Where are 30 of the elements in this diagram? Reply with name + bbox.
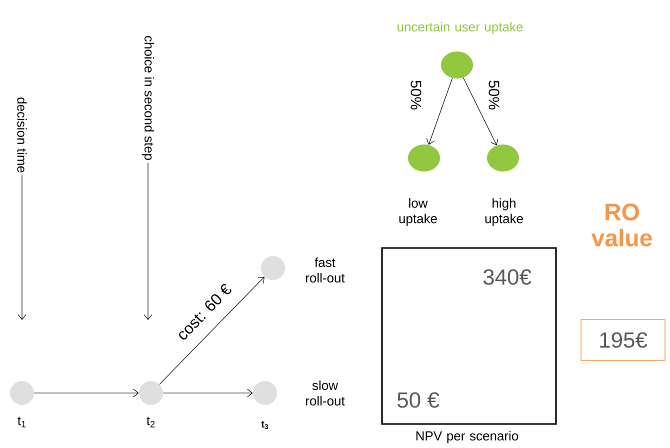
scenario-label: high uptake (485, 198, 523, 226)
time-label: t$_{3}$ (261, 420, 268, 430)
box-caption: NPV per scenario (416, 430, 518, 444)
scenario-label: low uptake (399, 198, 437, 226)
vertical-label: decision time (17, 98, 27, 172)
arrow (426, 78, 453, 145)
circle-node (441, 52, 473, 78)
arrow (34, 388, 139, 398)
value-box: 195€ (580, 319, 666, 361)
value-heading: RO value (591, 204, 652, 246)
arrow (144, 162, 152, 320)
arrow (18, 174, 26, 320)
circle-node (253, 381, 277, 405)
option-label: slow roll-out (306, 380, 345, 406)
arrow (162, 388, 253, 398)
circle-node (408, 144, 440, 172)
edge-label: 50% (410, 79, 422, 112)
scenario-matrix: 340€ 50 € (381, 247, 557, 425)
arrow (462, 77, 498, 146)
time-label: t$_{1}$ (18, 416, 26, 428)
option-label: fast roll-out (306, 257, 345, 283)
vertical-label: choice in second step (142, 36, 154, 160)
edge-label: 50% (488, 79, 500, 112)
node-heading: uncertain user uptake (398, 22, 523, 34)
arrow (159, 276, 264, 385)
circle-node (261, 256, 285, 280)
circle-node (139, 381, 163, 405)
circle-node (487, 144, 519, 172)
time-label: t$_{2}$ (146, 416, 155, 428)
circle-node (10, 381, 34, 405)
